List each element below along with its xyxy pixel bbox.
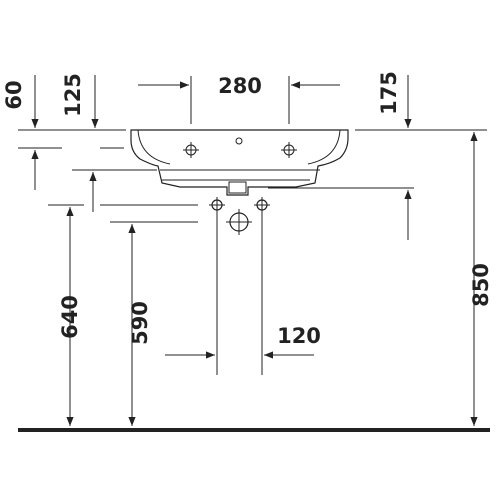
water-connection-left <box>209 197 225 213</box>
dimension-590: 590 <box>128 301 152 345</box>
dimension-arrows <box>31 75 478 426</box>
washbasin-outline <box>130 129 349 196</box>
dimension-120: 120 <box>277 324 321 348</box>
dimension-125: 125 <box>61 73 85 117</box>
floor-line <box>18 428 490 432</box>
dimension-640: 640 <box>58 295 82 339</box>
tap-hole-left <box>183 142 199 158</box>
dimension-850: 850 <box>469 263 493 307</box>
dimension-280: 280 <box>218 74 262 98</box>
extension-lines <box>18 76 487 375</box>
tap-hole-center <box>235 137 243 145</box>
dimension-175: 175 <box>377 71 401 115</box>
tap-hole-right <box>281 142 297 158</box>
water-connection-right <box>254 197 270 213</box>
drain-outlet <box>226 209 252 235</box>
dimension-60: 60 <box>2 80 26 109</box>
